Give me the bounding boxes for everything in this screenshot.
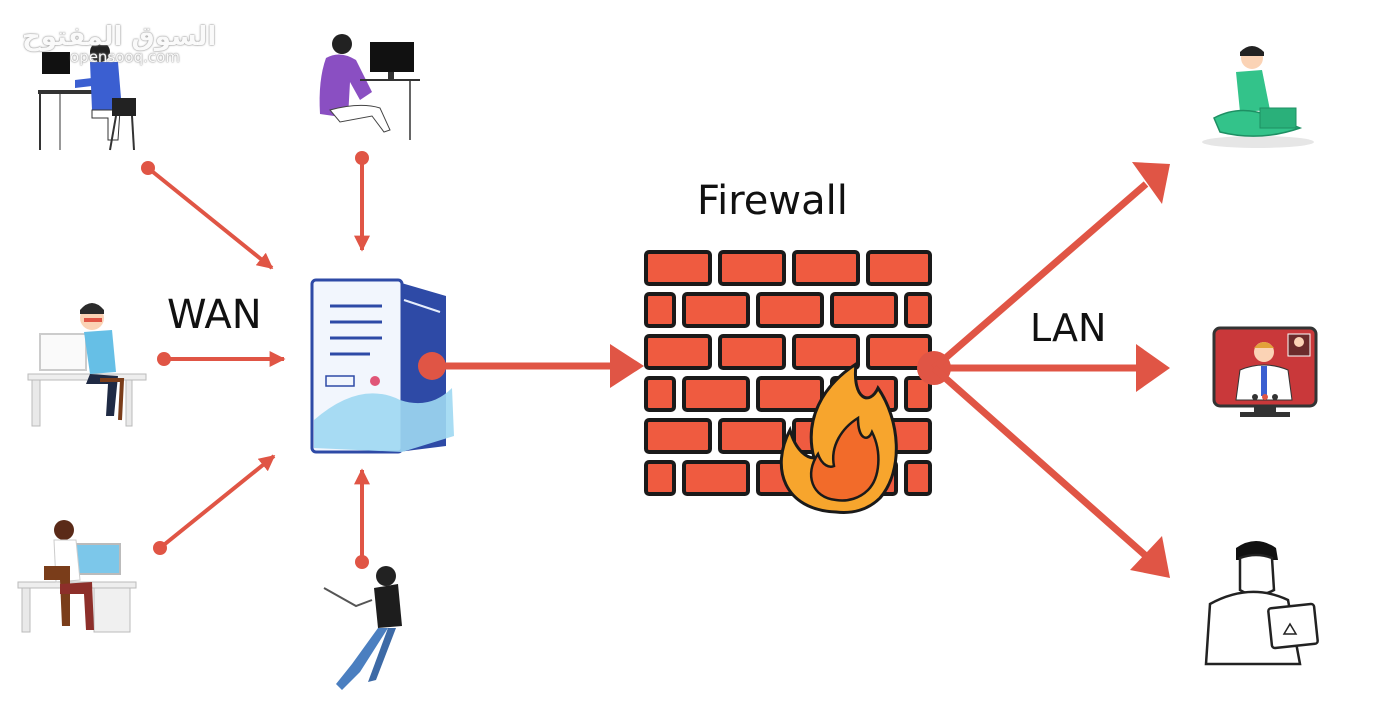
server-icon: [310, 278, 454, 454]
brick: [792, 250, 860, 286]
brick: [792, 334, 860, 370]
brick: [718, 250, 786, 286]
brick: [904, 460, 932, 496]
brick: [904, 292, 932, 328]
firewall-label: Firewall: [697, 178, 848, 224]
brick: [644, 460, 676, 496]
brick: [866, 250, 932, 286]
brick: [682, 460, 750, 496]
lan-label: LAN: [1030, 306, 1107, 350]
wan-label: WAN: [167, 292, 262, 338]
user-headset-top-icon: [319, 34, 420, 140]
arrows-firewall-to-lan: [917, 162, 1170, 578]
user-desk-middle-left-icon: [27, 303, 147, 427]
brick: [644, 418, 712, 454]
brick: [718, 418, 786, 454]
firewall-brick-wall-icon: [644, 250, 932, 496]
brick: [682, 292, 750, 328]
brick: [904, 376, 932, 412]
arrow-bottom: [354, 468, 370, 569]
brick: [756, 292, 824, 328]
brick: [644, 250, 712, 286]
arrow-top-left: [141, 161, 274, 270]
flame-icon: [779, 361, 898, 514]
watermark-logo: السوق المفتوح opensooq.com: [22, 22, 216, 66]
brick: [682, 376, 750, 412]
user-laptop-top-right-icon: [1202, 46, 1314, 148]
user-desk-top-left-icon: [38, 42, 136, 151]
watermark-arabic-text: السوق المفتوح: [22, 22, 217, 52]
watermark-latin-text: opensooq.com: [70, 48, 180, 66]
brick: [718, 334, 786, 370]
arrow-top: [354, 151, 370, 252]
brick: [644, 376, 676, 412]
arrow-bottom-left: [153, 454, 276, 555]
brick: [644, 334, 712, 370]
user-laptop-bottom-right-icon: [1204, 541, 1319, 666]
brick: [644, 292, 676, 328]
arrow-middle-left: [157, 351, 286, 367]
user-desk-bottom-left-icon: [17, 520, 137, 633]
user-laptop-bottom-icon: [323, 566, 402, 690]
brick: [756, 376, 824, 412]
video-call-screen-icon: [1212, 326, 1318, 417]
brick: [830, 292, 898, 328]
arrow-server-to-firewall: [418, 344, 644, 388]
